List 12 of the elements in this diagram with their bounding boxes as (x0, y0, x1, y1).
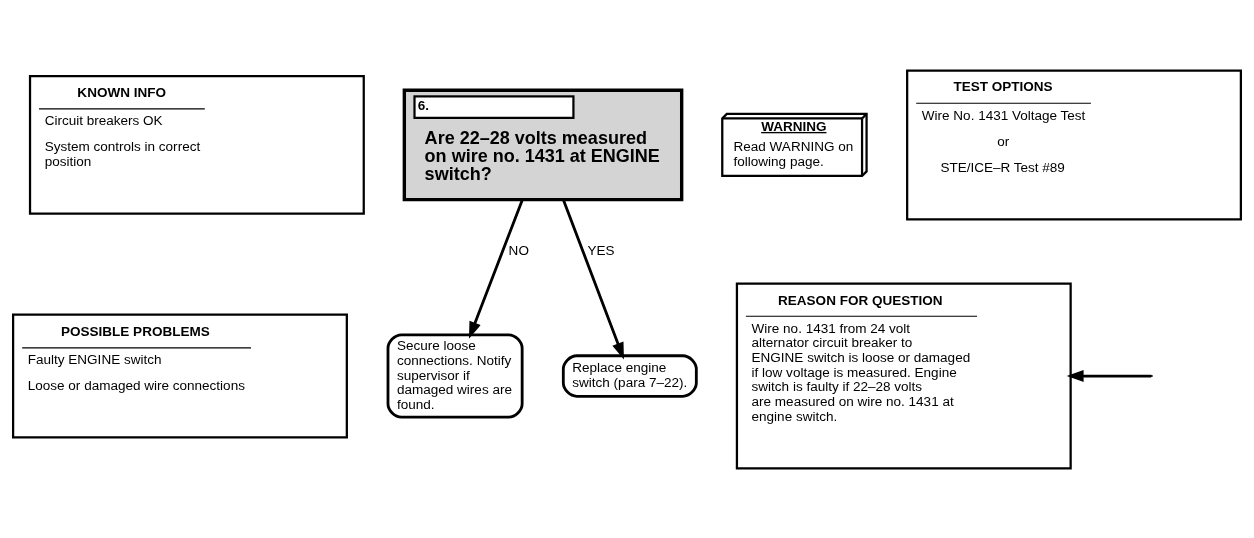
node-box: TEST OPTIONS Wire No. 1431 Voltage Test or STE/ICE–R Test #89 (906, 68, 1242, 220)
edge-label: YES (587, 242, 615, 258)
node-box: POSSIBLE PROBLEMS Faulty ENGINE switch Loose or damaged wire connections (12, 312, 348, 439)
arrow (562, 198, 624, 359)
node-box: Secure loose connections. Notify supervisor if damaged wires are found. (386, 332, 524, 419)
arrow (468, 198, 524, 339)
edge-label: NO (508, 242, 529, 258)
node-box: REASON FOR QUESTION Wire no. 1431 from 24 volt alternator circuit breaker to ENGINE switch is loose or damaged if low voltage is measured. Engine switch is faulty if 22–28 volts are measured on wire no. 1431 at engine switch. (735, 281, 1072, 470)
node-box: 6. Are 22–28 volts measured on wire no. 1431 at ENGINE switch? (402, 88, 684, 201)
arrow (1066, 369, 1152, 382)
node-box: KNOWN INFO Circuit breakers OK System controls in correct position (28, 74, 365, 215)
node-box: Replace engine switch (para 7–22). (561, 353, 698, 398)
